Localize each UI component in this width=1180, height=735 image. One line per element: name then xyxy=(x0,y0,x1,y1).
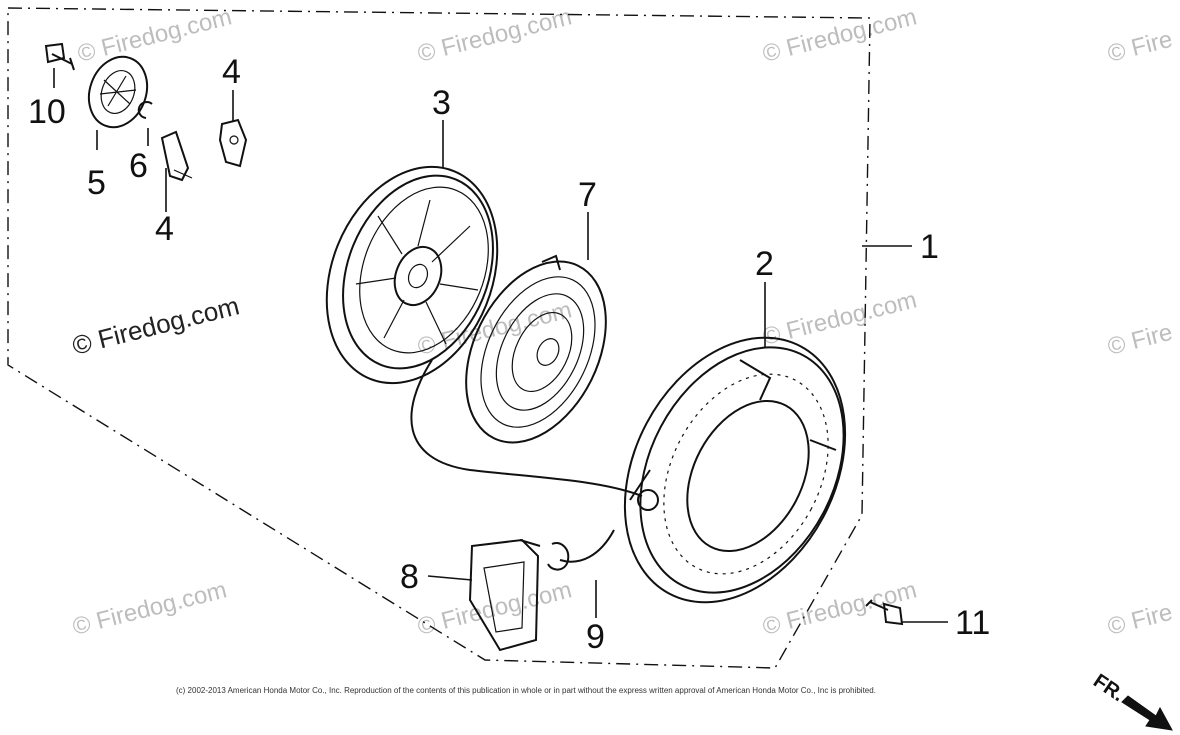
callout-6: 6 xyxy=(129,147,148,185)
watermark-partial: © Fire xyxy=(1105,319,1175,361)
part-7-spring xyxy=(465,254,607,444)
leader-lines xyxy=(53,68,948,623)
watermark: © Firedog.com xyxy=(760,576,920,640)
callout-5: 5 xyxy=(87,164,106,202)
part-6-clip xyxy=(137,101,153,119)
callout-11: 11 xyxy=(955,604,990,642)
front-direction-indicator: FR. xyxy=(1089,670,1173,731)
watermark-partial: © Fire xyxy=(1105,26,1175,68)
watermark: © Firedog.com xyxy=(70,576,230,640)
callout-4-upper: 4 xyxy=(222,53,241,91)
callout-4-lower: 4 xyxy=(155,210,174,248)
part-9-rope-end xyxy=(547,542,570,571)
watermark-layer: © Firedog.com © Firedog.com © Firedog.co… xyxy=(69,3,1175,640)
direction-label: FR. xyxy=(1089,670,1128,706)
callout-10: 10 xyxy=(28,93,66,131)
callout-9: 9 xyxy=(586,618,605,656)
part-10-bolt xyxy=(44,42,75,71)
watermark: © Firedog.com xyxy=(69,290,242,360)
part-4-ratchet-upper xyxy=(218,118,248,168)
watermark: © Firedog.com xyxy=(760,3,920,67)
starter-rope-lower xyxy=(559,529,615,563)
watermark: © Firedog.com xyxy=(760,286,920,350)
watermark: © Firedog.com xyxy=(75,3,235,67)
callout-numbers: 1 2 3 4 4 5 6 7 8 9 10 11 xyxy=(28,53,990,656)
callout-3: 3 xyxy=(432,84,451,122)
assembly-boundary xyxy=(7,7,871,669)
callout-1: 1 xyxy=(920,228,939,266)
part-11-bolt xyxy=(865,599,904,626)
watermark-partial: © Fire xyxy=(1105,599,1175,641)
callout-8: 8 xyxy=(400,558,419,596)
part-2-case xyxy=(623,336,847,604)
callout-2: 2 xyxy=(755,245,774,283)
direction-arrow-icon xyxy=(1121,695,1173,731)
callout-7: 7 xyxy=(578,176,597,214)
copyright-notice: (c) 2002-2013 American Honda Motor Co., … xyxy=(176,686,876,695)
part-4-ratchet-lower xyxy=(160,130,193,182)
part-3-reel xyxy=(325,165,499,385)
starter-rope xyxy=(410,359,643,497)
part-8-handle xyxy=(468,538,541,652)
